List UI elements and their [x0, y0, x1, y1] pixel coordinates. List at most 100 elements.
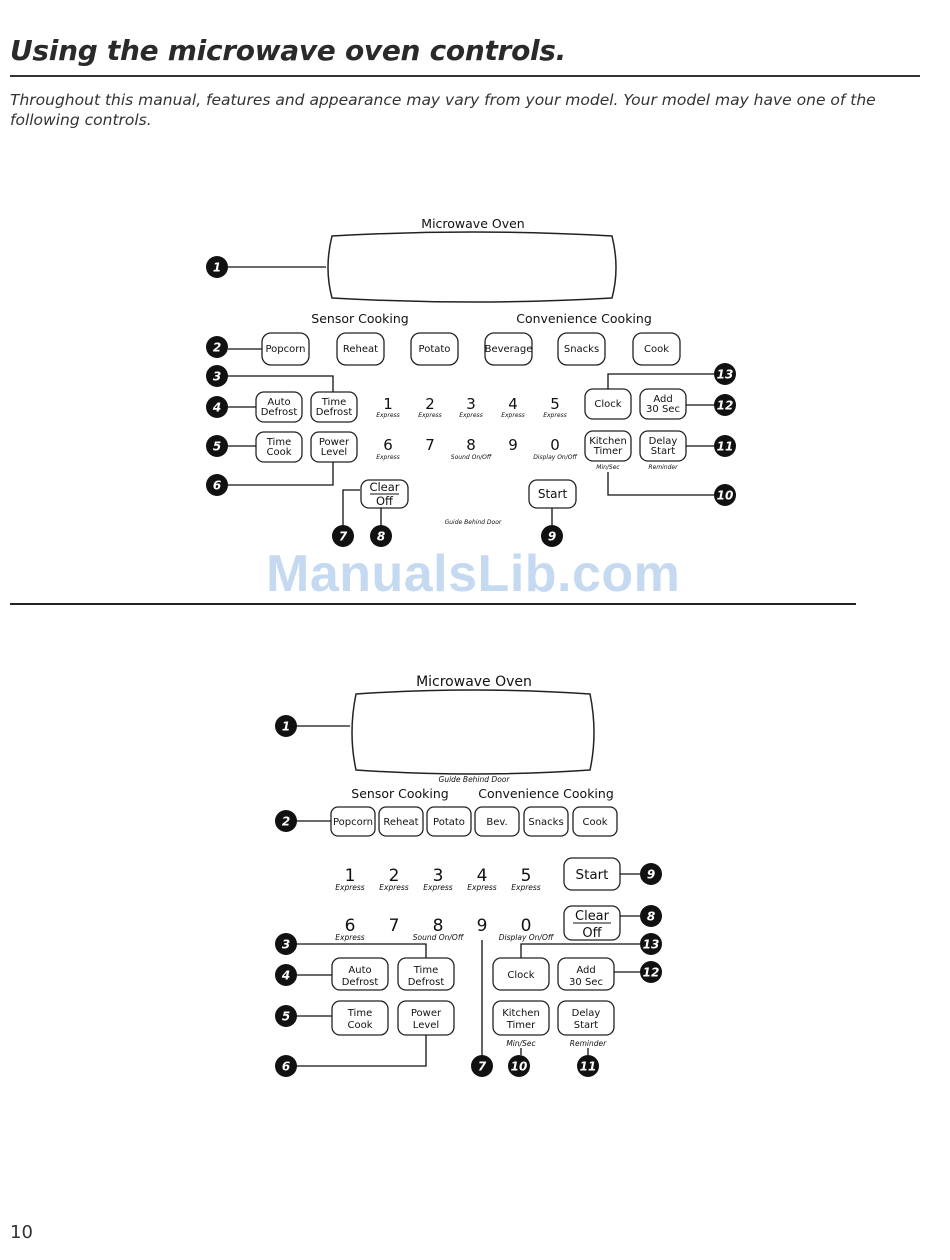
svg-text:Sound On/Off: Sound On/Off — [413, 933, 465, 942]
time-defrost-button[interactable]: Time Defrost — [397, 957, 455, 991]
svg-text:Cook: Cook — [582, 817, 607, 828]
svg-text:Defrost: Defrost — [342, 977, 379, 988]
svg-text:Sound On/Off: Sound On/Off — [451, 454, 492, 461]
kitchen-timer-button[interactable]: Kitchen Timer — [492, 1000, 550, 1036]
section-divider — [10, 603, 856, 605]
svg-text:4: 4 — [508, 395, 518, 413]
beverage-button[interactable]: Beverage — [484, 332, 533, 366]
svg-text:Express: Express — [543, 412, 567, 419]
time-defrost-button[interactable]: Time Defrost — [310, 391, 358, 423]
svg-text:Potato: Potato — [433, 817, 465, 828]
svg-text:1: 1 — [383, 395, 393, 413]
intro-text: Throughout this manual, features and app… — [10, 91, 876, 129]
svg-text:8: 8 — [433, 916, 444, 936]
svg-text:6: 6 — [213, 479, 221, 493]
delay-start-button[interactable]: Delay Start — [557, 1000, 615, 1036]
time-cook-button[interactable]: Time Cook — [331, 1000, 389, 1036]
svg-text:5: 5 — [550, 395, 560, 413]
digit-keypad-row-2[interactable]: 6 7 8 9 0 Express Sound On/Off Display O… — [335, 916, 555, 942]
svg-text:Power: Power — [411, 1008, 442, 1019]
auto-defrost-button[interactable]: Auto Defrost — [331, 957, 389, 991]
callout-6: 6 — [275, 1055, 297, 1077]
potato-button[interactable]: Potato — [410, 332, 459, 366]
svg-text:8: 8 — [377, 530, 385, 544]
svg-text:5: 5 — [282, 1010, 290, 1024]
callout-13: 13 — [714, 363, 736, 385]
svg-text:30 Sec: 30 Sec — [569, 977, 603, 988]
svg-text:12: 12 — [643, 966, 660, 980]
callout-9: 9 — [640, 863, 662, 885]
bev-button[interactable]: Bev. — [474, 806, 520, 837]
svg-text:Start: Start — [574, 1020, 599, 1031]
svg-text:13: 13 — [643, 938, 660, 952]
potato-button[interactable]: Potato — [426, 806, 472, 837]
svg-text:Cook: Cook — [347, 1020, 372, 1031]
callout-9: 9 — [541, 525, 563, 547]
display-title: Microwave Oven — [416, 674, 532, 690]
clear-off-button[interactable]: Clear Off — [563, 905, 621, 941]
add-30-sec-button[interactable]: Add 30 Sec — [639, 388, 687, 420]
svg-text:Power: Power — [319, 437, 350, 448]
popcorn-button[interactable]: Popcorn — [261, 332, 310, 366]
reminder-label: Reminder — [648, 464, 678, 471]
svg-text:5: 5 — [521, 866, 532, 886]
convenience-cooking-heading: Convenience Cooking — [516, 311, 652, 326]
add-30-sec-button[interactable]: Add 30 Sec — [557, 957, 615, 991]
callout-12: 12 — [640, 961, 662, 983]
svg-text:7: 7 — [425, 436, 435, 454]
kitchen-timer-button[interactable]: Kitchen Timer — [584, 430, 632, 462]
reminder-label: Reminder — [570, 1039, 607, 1048]
svg-text:3: 3 — [466, 395, 476, 413]
reheat-button[interactable]: Reheat — [336, 332, 385, 366]
snacks-button[interactable]: Snacks — [523, 806, 569, 837]
svg-text:Display On/Off: Display On/Off — [499, 933, 555, 942]
svg-text:7: 7 — [339, 530, 348, 544]
time-cook-button[interactable]: Time Cook — [255, 431, 303, 463]
cook-button[interactable]: Cook — [572, 806, 618, 837]
callout-3: 3 — [275, 933, 297, 955]
start-button[interactable]: Start — [563, 857, 621, 891]
svg-text:11: 11 — [580, 1060, 597, 1074]
callout-4: 4 — [206, 396, 228, 418]
popcorn-button[interactable]: Popcorn — [330, 806, 376, 837]
svg-text:2: 2 — [282, 815, 290, 829]
sensor-cooking-heading: Sensor Cooking — [351, 786, 448, 801]
callout-5: 5 — [275, 1005, 297, 1027]
guide-behind-door-label: Guide Behind Door — [445, 519, 502, 526]
guide-behind-door-label: Guide Behind Door — [439, 775, 511, 784]
svg-text:2: 2 — [425, 395, 435, 413]
callout-8: 8 — [640, 905, 662, 927]
power-level-button[interactable]: Power Level — [310, 431, 358, 463]
svg-text:Kitchen: Kitchen — [502, 1008, 540, 1019]
callout-12: 12 — [714, 394, 736, 416]
digit-keypad-row-1[interactable]: 1 2 3 4 5 Express Express Express Expres… — [335, 866, 541, 892]
auto-defrost-button[interactable]: Auto Defrost — [255, 391, 303, 423]
reheat-button[interactable]: Reheat — [378, 806, 424, 837]
clock-button[interactable]: Clock — [492, 957, 550, 991]
digit-keypad-row-2[interactable]: 6 7 8 9 0 Express Sound On/Off Display O… — [376, 436, 577, 461]
clear-off-button[interactable]: Clear Off — [360, 479, 409, 509]
power-level-button[interactable]: Power Level — [397, 1000, 455, 1036]
callout-2: 2 — [206, 336, 228, 358]
svg-text:Cook: Cook — [266, 447, 291, 458]
svg-text:Snacks: Snacks — [528, 817, 563, 828]
start-button[interactable]: Start — [528, 479, 577, 509]
svg-text:Defrost: Defrost — [316, 407, 353, 418]
snacks-button[interactable]: Snacks — [557, 332, 606, 366]
svg-text:9: 9 — [477, 916, 488, 936]
callout-2: 2 — [275, 810, 297, 832]
svg-text:8: 8 — [647, 910, 655, 924]
svg-text:Clock: Clock — [594, 399, 621, 410]
page-title: Using the microwave oven controls. — [10, 34, 567, 67]
svg-text:4: 4 — [212, 401, 221, 415]
svg-text:Off: Off — [376, 494, 394, 508]
clock-button[interactable]: Clock — [584, 388, 632, 420]
svg-text:Express: Express — [335, 883, 365, 892]
delay-start-button[interactable]: Delay Start — [639, 430, 687, 462]
svg-text:7: 7 — [389, 916, 400, 936]
cook-button[interactable]: Cook — [632, 332, 681, 366]
digit-keypad-row-1[interactable]: 1 2 3 4 5 Express Express Express Expres… — [376, 395, 567, 419]
svg-text:1: 1 — [213, 261, 221, 275]
svg-text:Defrost: Defrost — [408, 977, 445, 988]
display-window — [351, 689, 595, 775]
